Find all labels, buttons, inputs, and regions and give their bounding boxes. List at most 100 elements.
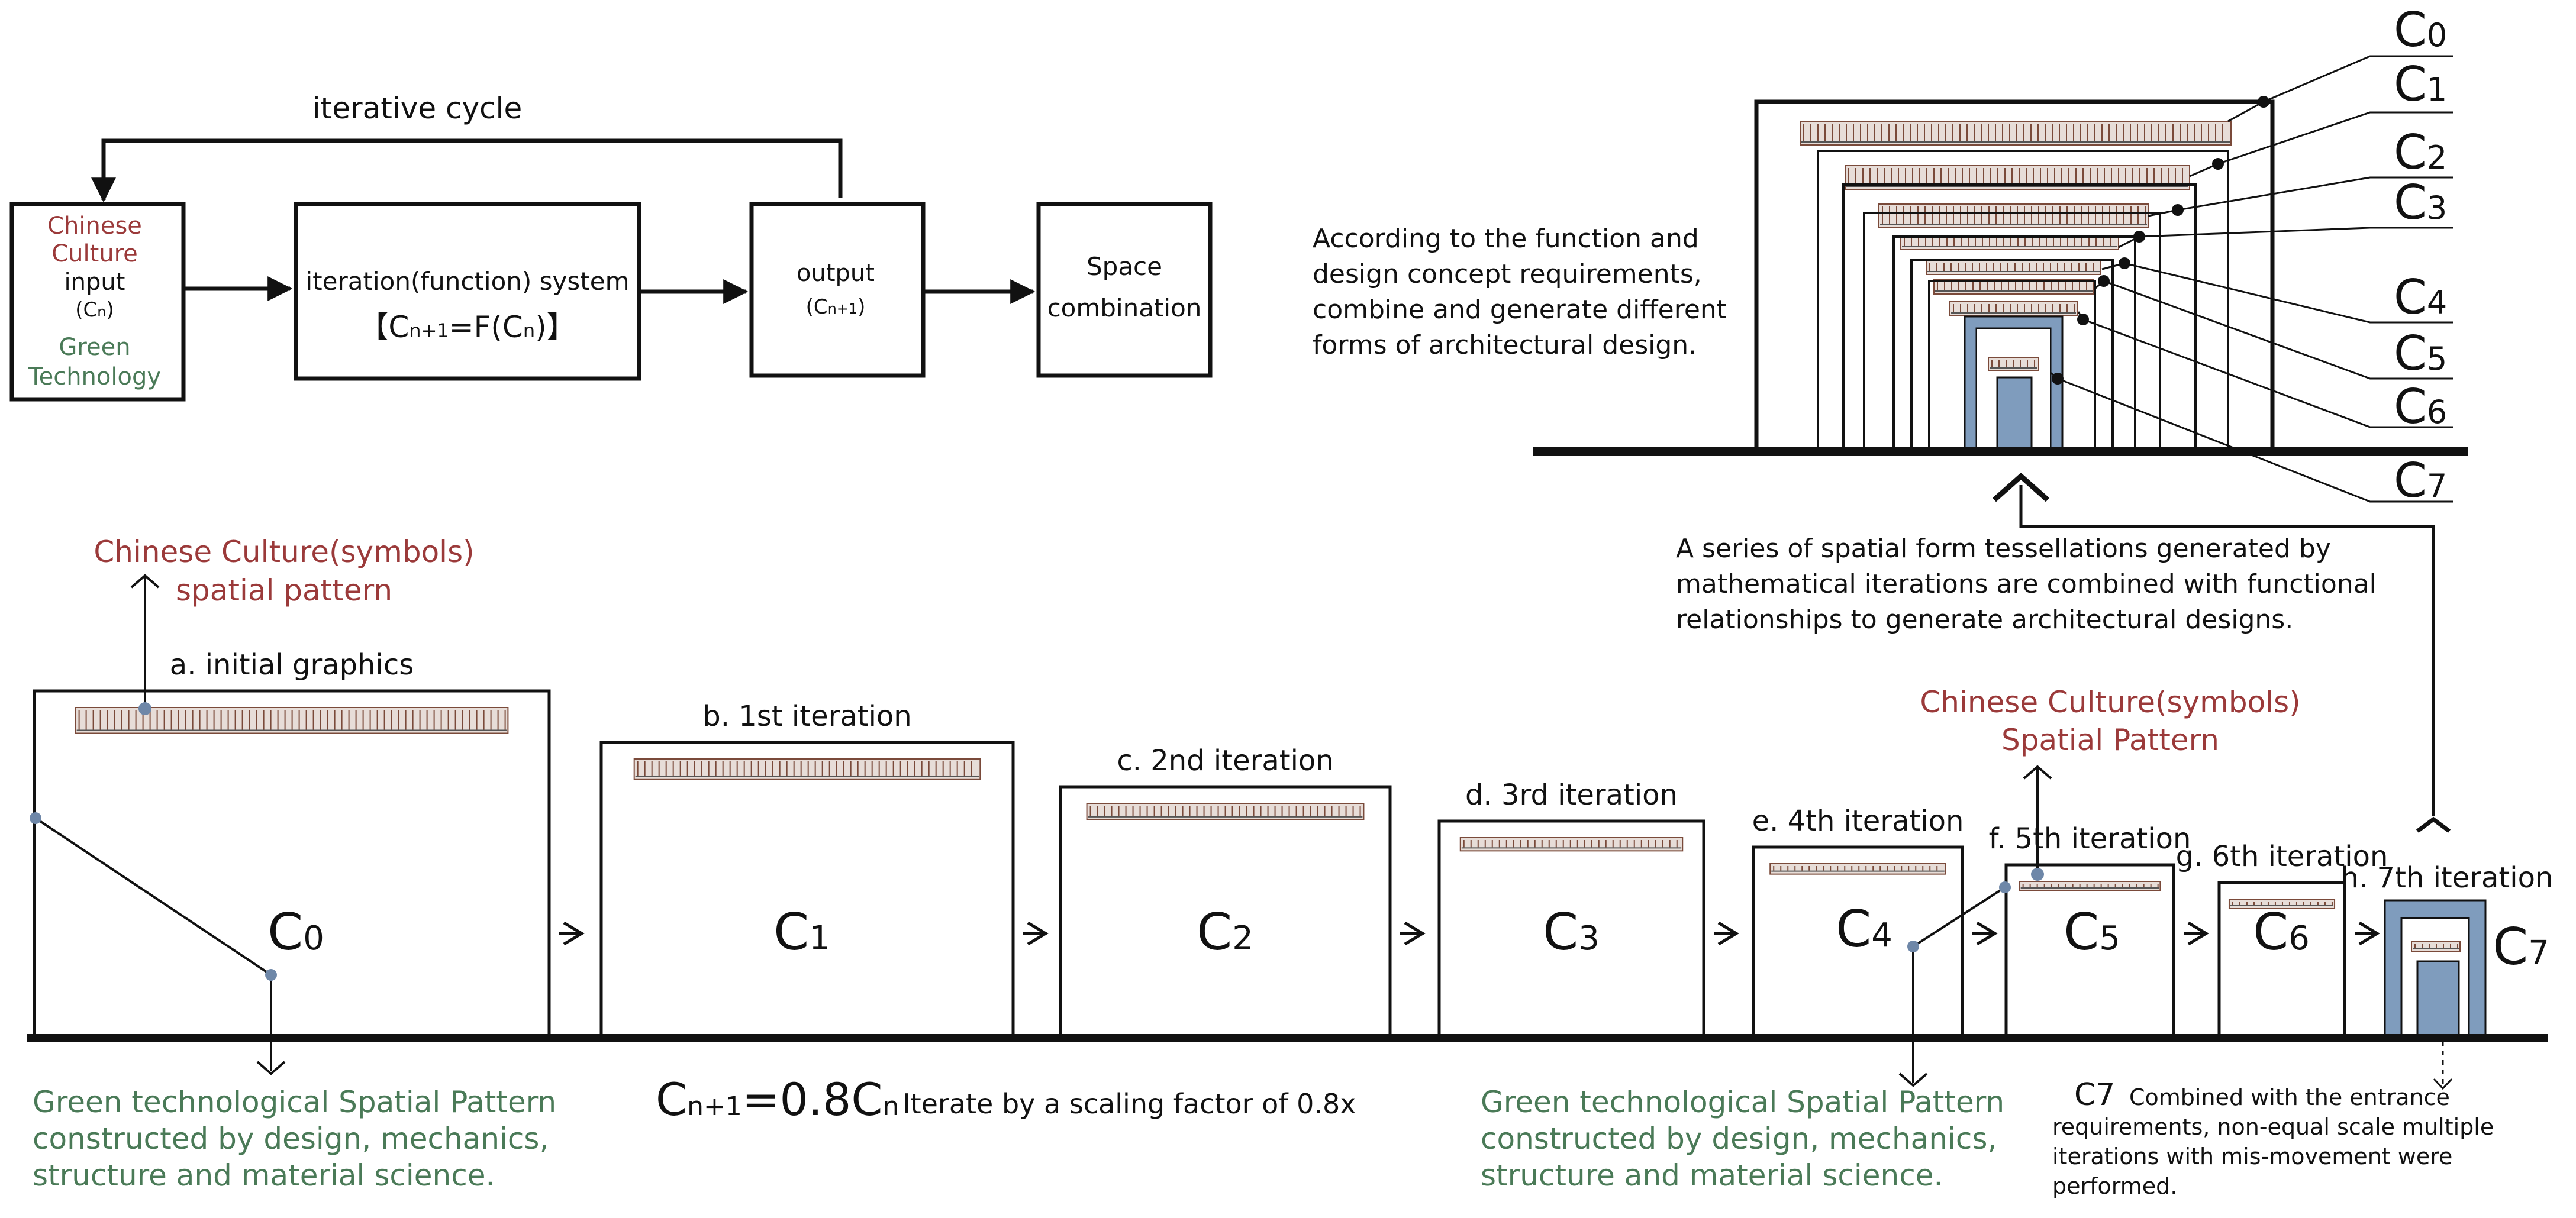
iteration-0-caption: a. initial graphics: [170, 648, 414, 681]
leader-c7-dot: [2052, 373, 2064, 385]
output-sub: (Cn+1): [806, 295, 866, 319]
flow-arrow-4-icon: [1972, 921, 1998, 946]
iterative-cycle-loop: [91, 138, 843, 203]
input-line3: input: [65, 269, 125, 296]
leader-c7: C7: [2050, 371, 2453, 508]
flow-arrow-2-icon: [1400, 921, 1426, 946]
leader-c1-dot: [2212, 158, 2224, 170]
iteration-6-caption: g. 6th iteration: [2176, 840, 2388, 873]
input-box: [9, 202, 186, 402]
combined-desc-3: combine and generate different: [1313, 295, 1727, 325]
c7-note-line3: iterations with mis-movement were: [2052, 1143, 2452, 1169]
iteration-4-caption: e. 4th iteration: [1752, 805, 1964, 838]
leader-c6: C6: [2077, 311, 2453, 434]
leader-c1-label: C1: [2394, 57, 2447, 112]
iteration-7-caption: h. 7th iteration: [2341, 861, 2554, 894]
leader-c4-dot: [2119, 257, 2130, 269]
iteration-1-pattern: [633, 758, 981, 780]
iteration-5-caption: f. 5th iteration: [1989, 822, 2191, 855]
iteration-2-pattern: [1086, 803, 1365, 820]
green-left-line3: structure and material science.: [33, 1158, 495, 1193]
leader-c6-label: C6: [2394, 379, 2447, 434]
scaling-note: Iterate by a scaling factor of 0.8x: [902, 1088, 1356, 1120]
flow-arrow-1-icon: [1023, 921, 1049, 946]
c7-note-label: C7: [2074, 1077, 2115, 1113]
green-left-line1: Green technological Spatial Pattern: [33, 1085, 556, 1119]
leader-c4-label: C4: [2394, 270, 2447, 325]
iteration-4-label: C4: [1836, 900, 1892, 959]
leader-c3-dot: [2133, 231, 2145, 243]
nested-frame-0-pattern: [1800, 121, 2232, 146]
culture-mid-line2: Spatial Pattern: [2001, 723, 2219, 757]
green-mid-arrowhead-icon: [1898, 1072, 1928, 1087]
green-mid-line2: constructed by design, mechanics,: [1481, 1122, 1997, 1156]
iteration-3-caption: d. 3rd iteration: [1465, 778, 1678, 812]
nested-frame-7-pattern: [1988, 357, 2039, 371]
leader-c0: C0: [2227, 2, 2453, 122]
iteration-7-pattern: [2411, 941, 2461, 952]
input-line2: Culture: [51, 240, 138, 267]
loop-label: iterative cycle: [312, 91, 522, 125]
flow-arrow-0-icon: [559, 921, 585, 946]
output-title: output: [797, 260, 875, 287]
green-left-leader-a: [34, 817, 272, 976]
combined-desc-2: design concept requirements,: [1313, 259, 1702, 289]
leader-c1: C1: [2189, 57, 2453, 177]
flow-chart: iterative cycle Chinese Culture input (C…: [9, 91, 1213, 402]
combined-desc-4: forms of architectural design.: [1313, 330, 1697, 360]
leader-c7-label: C7: [2394, 453, 2447, 508]
flow-arrow-6-icon: [2355, 921, 2380, 946]
c7-dashed-arrowhead-icon: [2433, 1078, 2453, 1090]
iteration-2-label: C2: [1197, 903, 1253, 962]
series-note-3: relationships to generate architectural …: [1676, 605, 2293, 635]
nested-frame-7: [1964, 315, 2064, 453]
series-up-arrowhead-icon: [1993, 472, 2049, 502]
flow-arrow-3-icon: [1714, 921, 1739, 946]
system-title: iteration(function) system: [306, 267, 630, 296]
leader-c5: C5: [2094, 275, 2453, 381]
green-mid-line3: structure and material science.: [1481, 1158, 1943, 1193]
output-box: [749, 202, 926, 378]
culture-top-dot: [138, 702, 151, 715]
c7-note-line4: performed.: [2052, 1173, 2177, 1199]
iteration-6-pattern: [2228, 899, 2336, 909]
c7-note-line1: Combined with the entrance: [2129, 1084, 2450, 1110]
culture-mid-line1: Chinese Culture(symbols): [1920, 685, 2300, 719]
culture-top-arrowhead-icon: [130, 574, 160, 589]
leader-c3: C3: [2118, 175, 2453, 248]
leader-c3-label: C3: [2394, 175, 2447, 230]
input-line4: (Cn): [75, 298, 114, 322]
iteration-5-label: C5: [2064, 903, 2120, 962]
combined-desc-1: According to the function and: [1313, 224, 1699, 254]
nested-frame-2-pattern: [1878, 203, 2149, 228]
iteration-1-label: C1: [773, 903, 830, 962]
c7-note-line2: requirements, non-equal scale multiple: [2052, 1114, 2494, 1140]
flow-arrow-5-icon: [2184, 921, 2209, 946]
iteration-4-pattern: [1769, 863, 1946, 875]
culture-top-line1: Chinese Culture(symbols): [94, 535, 474, 569]
input-line6: Technology: [28, 363, 161, 390]
leader-c4: C4: [2101, 257, 2453, 325]
iteration-6-label: C6: [2253, 903, 2310, 962]
culture-mid-arrowhead-icon: [2023, 765, 2052, 780]
space-line1: Space: [1087, 252, 1162, 281]
leader-c2-label: C2: [2394, 125, 2447, 180]
system-formula: 【Cn+1=F(Cn)】: [359, 310, 576, 344]
leader-c5-label: C5: [2394, 326, 2447, 381]
culture-top-line2: spatial pattern: [176, 573, 392, 608]
series-note-2: mathematical iterations are combined wit…: [1676, 569, 2377, 599]
nested-frame-2: [1842, 183, 2197, 453]
space-line2: combination: [1047, 293, 1202, 322]
green-mid-dot-a: [1999, 881, 2011, 893]
iteration-0-label: C0: [267, 903, 324, 962]
iteration-5-pattern: [2019, 881, 2161, 891]
